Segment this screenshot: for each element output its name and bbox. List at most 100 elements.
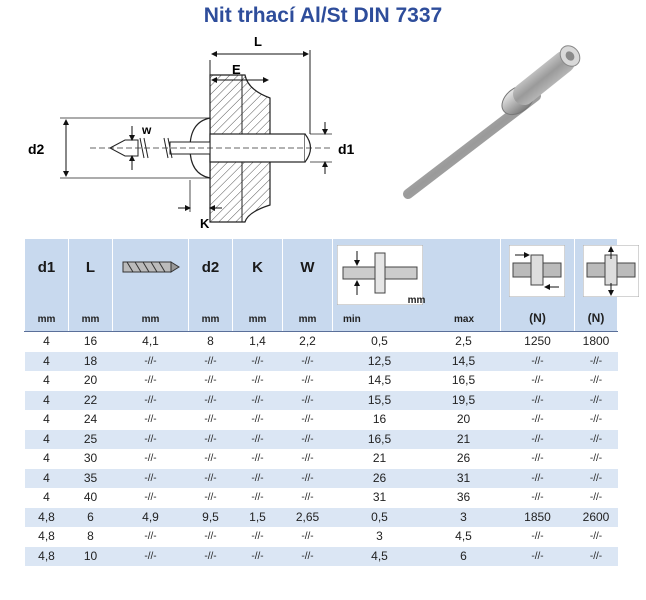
table-cell: 1800 xyxy=(574,331,618,352)
table-cell: 30 xyxy=(68,449,113,469)
table-cell: 14,5 xyxy=(426,351,501,371)
drill-bit-icon xyxy=(122,261,180,273)
table-cell: -//- xyxy=(574,410,618,430)
table-cell: -//- xyxy=(112,351,189,371)
table-cell: -//- xyxy=(188,527,233,547)
grip-range-icon xyxy=(337,245,423,305)
table-cell: -//- xyxy=(574,371,618,391)
table-cell: -//- xyxy=(112,390,189,410)
table-cell: 26 xyxy=(426,449,501,469)
table-cell: 4 xyxy=(24,390,69,410)
header-tensile-force: (N) xyxy=(574,238,639,332)
table-cell: 1250 xyxy=(500,331,575,352)
table-cell: 4 xyxy=(24,331,69,352)
table-cell: 9,5 xyxy=(188,507,233,527)
table-cell: 1,4 xyxy=(232,331,283,352)
table-cell: -//- xyxy=(232,371,283,391)
label-K: K xyxy=(200,216,210,231)
table-cell: -//- xyxy=(282,546,333,566)
label-w: w xyxy=(141,123,152,137)
table-cell: -//- xyxy=(232,429,283,449)
table-cell: 40 xyxy=(68,488,113,508)
table-cell: -//- xyxy=(232,488,283,508)
table-cell: -//- xyxy=(112,468,189,488)
table-cell: -//- xyxy=(188,410,233,430)
table-cell: 0,5 xyxy=(332,331,427,352)
header-shear-force: (N) xyxy=(500,238,575,332)
table-cell: 16 xyxy=(68,331,113,352)
table-cell: 4 xyxy=(24,410,69,430)
table-cell: 16 xyxy=(332,410,427,430)
table-cell: -//- xyxy=(112,488,189,508)
table-cell: -//- xyxy=(232,351,283,371)
table-cell: -//- xyxy=(112,449,189,469)
table-cell: 4,8 xyxy=(24,527,69,547)
table-cell: 4,8 xyxy=(24,507,69,527)
table-cell: 19,5 xyxy=(426,390,501,410)
table-cell: 21 xyxy=(332,449,427,469)
table-cell: -//- xyxy=(500,351,575,371)
table-cell: 4 xyxy=(24,488,69,508)
table-cell: -//- xyxy=(500,390,575,410)
table-cell: 4,1 xyxy=(112,331,189,352)
label-d1: d1 xyxy=(338,141,355,157)
table-cell: -//- xyxy=(188,546,233,566)
table-cell: -//- xyxy=(574,449,618,469)
rivet-illustration xyxy=(403,45,581,199)
shear-force-icon xyxy=(509,245,565,297)
table-cell: -//- xyxy=(232,546,283,566)
page-title: Nit trhací Al/St DIN 7337 xyxy=(203,4,443,27)
table-cell: -//- xyxy=(500,429,575,449)
table-cell: 0,5 xyxy=(332,507,427,527)
table-cell: 4 xyxy=(24,371,69,391)
table-cell: -//- xyxy=(500,488,575,508)
table-cell: -//- xyxy=(574,488,618,508)
table-cell: -//- xyxy=(500,449,575,469)
table-cell: 4 xyxy=(24,468,69,488)
table-cell: -//- xyxy=(500,468,575,488)
table-cell: 2,5 xyxy=(426,331,501,352)
table-cell: 18 xyxy=(68,351,113,371)
table-cell: -//- xyxy=(282,429,333,449)
table-cell: -//- xyxy=(574,527,618,547)
table-cell: -//- xyxy=(188,449,233,469)
table-cell: -//- xyxy=(112,410,189,430)
table-cell: -//- xyxy=(232,449,283,469)
table-cell: 25 xyxy=(68,429,113,449)
table-cell: -//- xyxy=(188,351,233,371)
table-cell: 16,5 xyxy=(426,371,501,391)
table-cell: 10 xyxy=(68,546,113,566)
label-L: L xyxy=(254,34,262,49)
table-cell: -//- xyxy=(574,429,618,449)
table-cell: 1,5 xyxy=(232,507,283,527)
table-cell: -//- xyxy=(112,371,189,391)
header-drill: mm xyxy=(112,238,189,332)
table-cell: 35 xyxy=(68,468,113,488)
tensile-force-icon xyxy=(583,245,639,297)
rivet-cross-section-diagram: L E d2 d1 w K xyxy=(28,34,355,231)
table-cell: 2,2 xyxy=(282,331,333,352)
table-cell: 14,5 xyxy=(332,371,427,391)
table-cell: -//- xyxy=(232,410,283,430)
table-cell: 22 xyxy=(68,390,113,410)
table-cell: -//- xyxy=(112,429,189,449)
table-cell: -//- xyxy=(232,527,283,547)
table-cell: -//- xyxy=(500,371,575,391)
table-cell: -//- xyxy=(574,390,618,410)
table-cell: -//- xyxy=(574,546,618,566)
table-cell: 26 xyxy=(332,468,427,488)
